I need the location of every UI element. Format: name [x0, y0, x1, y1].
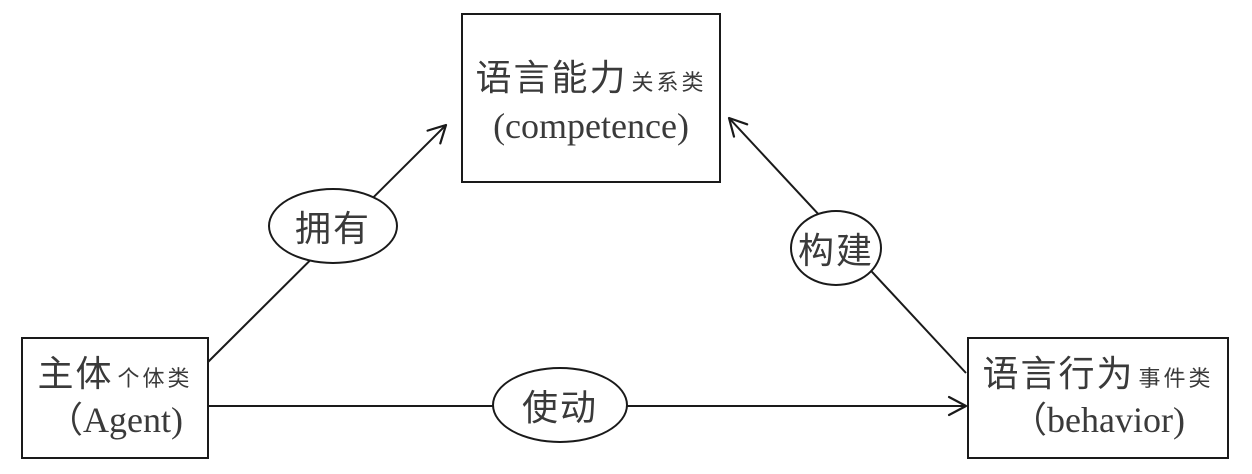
agent-box: 主体个体类 （Agent) [21, 337, 209, 459]
agent-title: 主体个体类 [37, 355, 192, 395]
construct-relation-ellipse: 构建 [790, 210, 882, 286]
behavior-label: 语言行为 [982, 354, 1135, 395]
construct-relation-label: 构建 [797, 231, 874, 271]
competence-title: 语言能力关系类 [475, 59, 706, 99]
agent-label: 主体 [37, 354, 114, 395]
cause-relation-label: 使动 [521, 388, 598, 428]
behavior-category: 事件类 [1138, 366, 1214, 392]
competence-category: 关系类 [631, 70, 707, 96]
competence-label: 语言能力 [475, 58, 628, 99]
possess-relation-ellipse: 拥有 [268, 188, 398, 264]
possess-relation-label: 拥有 [294, 209, 371, 249]
competence-box: 语言能力关系类 (competence) [461, 13, 721, 183]
agent-category: 个体类 [117, 366, 193, 392]
behavior-gloss: （behavior) [1011, 400, 1185, 440]
behavior-box: 语言行为事件类 （behavior) [967, 337, 1229, 459]
agent-gloss: （Agent) [47, 400, 183, 440]
cause-relation-ellipse: 使动 [492, 367, 628, 443]
behavior-title: 语言行为事件类 [982, 355, 1213, 395]
competence-gloss: (competence) [493, 106, 689, 146]
